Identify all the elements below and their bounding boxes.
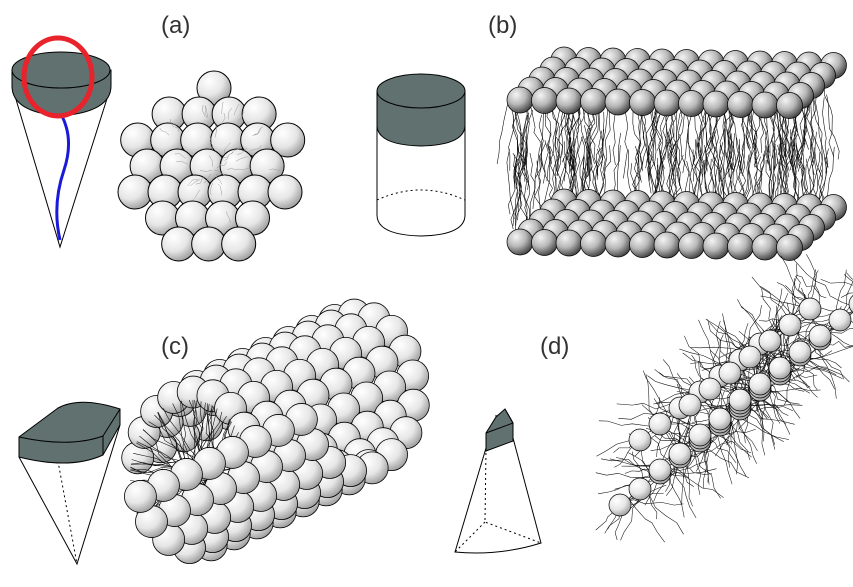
panel-label-d: (d) — [540, 333, 569, 360]
truncated-wedge-surfactant-icon — [454, 408, 542, 554]
panel-label-b: (b) — [488, 12, 517, 39]
panel-label-c: (c) — [161, 333, 189, 360]
cylinder-surfactant-icon — [376, 73, 466, 237]
cylindrical-micelle-icon — [121, 298, 430, 565]
spherical-micelle-icon — [117, 70, 306, 262]
wedge-surfactant-icon — [18, 401, 121, 566]
cone-surfactant-icon — [11, 35, 112, 249]
panel-label-a: (a) — [161, 12, 190, 39]
highlight-ring — [21, 35, 95, 119]
bilayer-icon — [496, 46, 847, 261]
inverted-cylinder-array-icon — [595, 254, 853, 543]
